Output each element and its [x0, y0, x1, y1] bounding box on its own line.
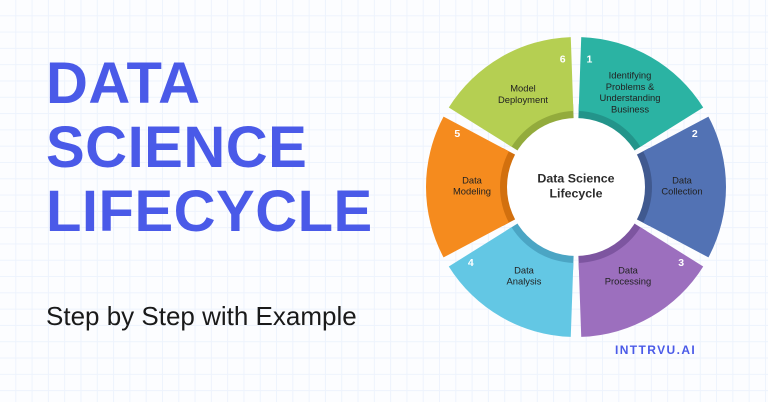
brand-watermark: INTTRVU.AI [615, 343, 697, 357]
donut-center-hole [507, 118, 645, 256]
donut-segment-number-3: 3 [678, 257, 684, 269]
headline-line-1: DATA [46, 51, 201, 116]
donut-segment-number-6: 6 [560, 53, 566, 65]
donut-segment-2[interactable] [643, 116, 726, 258]
donut-segment-6[interactable] [448, 37, 574, 147]
donut-segment-1[interactable] [578, 37, 704, 147]
headline-line-3: LIFECYCLE [46, 179, 373, 244]
donut-segments [426, 37, 726, 337]
page-title: DATA SCIENCE LIFECYCLE [46, 52, 446, 244]
donut-segment-number-5: 5 [454, 128, 460, 140]
donut-segment-4[interactable] [448, 227, 574, 337]
donut-segment-number-2: 2 [692, 128, 698, 140]
donut-segment-3[interactable] [578, 227, 704, 337]
donut-segment-number-1: 1 [586, 53, 592, 65]
donut-segment-number-4: 4 [468, 257, 474, 269]
donut-segment-shadow-6 [505, 104, 574, 152]
page-subtitle: Step by Step with Example [46, 301, 357, 331]
donut-segment-shadow-1 [578, 104, 647, 152]
donut-segment-shadow-4 [505, 222, 574, 270]
donut-segment-5[interactable] [426, 116, 509, 258]
headline-line-2: SCIENCE [46, 115, 308, 180]
donut-segment-shadow-3 [578, 222, 647, 270]
